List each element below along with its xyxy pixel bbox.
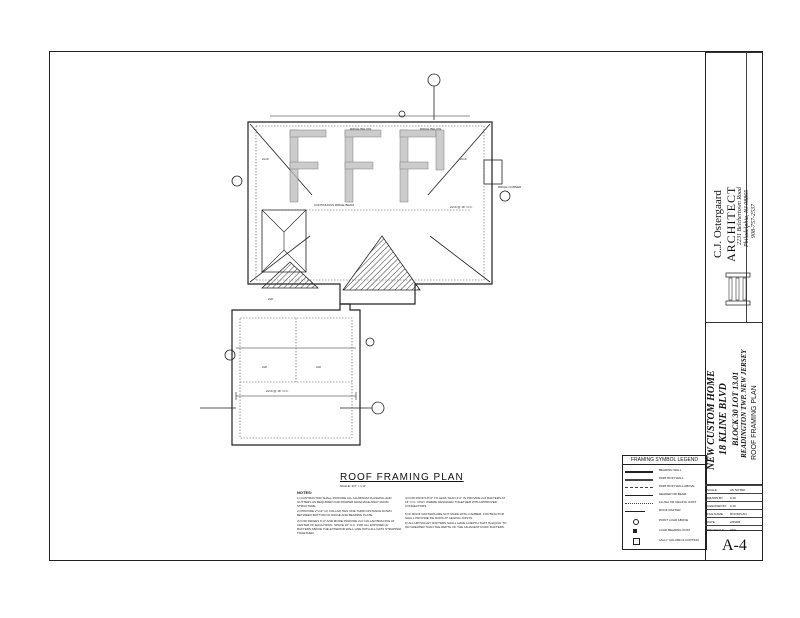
- svg-text:2x10 @ 16" O.C.: 2x10 @ 16" O.C.: [450, 205, 473, 209]
- rafter-pattern: [289, 129, 445, 203]
- note-6: 6) ALL HIP/VALLEY RAFTERS SHALL HAVE A D…: [405, 521, 507, 529]
- notes-heading: NOTES:: [297, 490, 313, 495]
- legend-item: LOAD BEARING POST: [625, 528, 705, 535]
- svg-text:RIDGE CORNER: RIDGE CORNER: [498, 185, 522, 189]
- legend-item: PARTITION WALL ABOVE: [625, 484, 705, 491]
- svg-text:2x10: 2x10: [262, 157, 269, 161]
- project-sheet-title: ROOF FRAMING PLAN: [751, 385, 758, 460]
- svg-text:RIDGE BELOW: RIDGE BELOW: [350, 127, 371, 131]
- note-5: 5) IF ROOF RAFTERS ARE NOT MADE WITH CAM…: [405, 512, 504, 520]
- project-line-1: NEW CUSTOM HOME: [706, 370, 717, 470]
- plan-scale: SCALE: 1/4" = 1'-0": [340, 484, 367, 488]
- note-1: 1) CONTRACTOR SHALL PROVIDE ALL ALUMINUM…: [297, 496, 392, 508]
- project-line-4: READINGTON TWP. NEW JERSEY: [740, 349, 748, 458]
- legend-item: LALLY COLUMN & FOOTING: [625, 538, 705, 545]
- note-4: 4) FOR ROOFS 8'-0" TO LESS THAN 4'-0" IN…: [405, 496, 506, 508]
- svg-text:2x8: 2x8: [316, 365, 321, 369]
- svg-text:2x10 @ 16" O.C.: 2x10 @ 16" O.C.: [266, 389, 289, 393]
- legend-item: HEADER OR BEAM: [625, 492, 705, 499]
- note-2: 2) PROVIDE 2"x12" (2) COLLAR TIES ONE TH…: [297, 509, 392, 517]
- border-frame: [49, 51, 763, 561]
- sheet-number: A-4: [722, 537, 747, 554]
- legend-item: FLUSH OR CEILING JOIST: [625, 500, 705, 507]
- info-row: PROJECT #0201: [705, 525, 762, 534]
- svg-text:CONTINUOUS RIDGE BEAM: CONTINUOUS RIDGE BEAM: [314, 203, 354, 207]
- architect-address: 2231 Belchertown Road: [737, 187, 743, 245]
- architect-city: Philadelphia, NJ 08865: [744, 189, 750, 247]
- svg-text:RIDGE BELOW: RIDGE BELOW: [420, 127, 441, 131]
- plan-title: ROOF FRAMING PLAN: [340, 472, 464, 483]
- framing-symbol-legend: FRAMING SYMBOL LEGEND BEARING WALL PARTI…: [622, 455, 707, 550]
- title-block: [705, 52, 763, 560]
- note-3: 3) FOR RIDGES 6'-0" AND MORE PROVIDE 2x4…: [297, 519, 402, 535]
- project-line-3: BLOCK 30 LOT 13.01: [731, 371, 740, 446]
- legend-item: PARTITION WALL: [625, 476, 705, 483]
- architect-logo: [725, 272, 751, 306]
- legend-title: FRAMING SYMBOL LEGEND: [623, 456, 706, 465]
- lower-roof-outline: [231, 303, 361, 446]
- architect-phone: 908-757-2537: [751, 204, 757, 238]
- svg-text:2x10: 2x10: [460, 157, 467, 161]
- svg-text:2x8: 2x8: [262, 365, 267, 369]
- gable-hatch-center: [342, 235, 421, 291]
- legend-item: BEARING WALL: [625, 468, 705, 475]
- project-line-2: 18 KLINE BLVD: [718, 383, 729, 455]
- gable-hatch-left: [260, 261, 320, 289]
- svg-text:2x8: 2x8: [268, 297, 273, 301]
- architect-name: C.J. Ostergaard: [712, 190, 724, 258]
- legend-item: ROOF RAFTER: [625, 508, 705, 515]
- legend-item: POINT LOAD ABOVE: [625, 518, 705, 525]
